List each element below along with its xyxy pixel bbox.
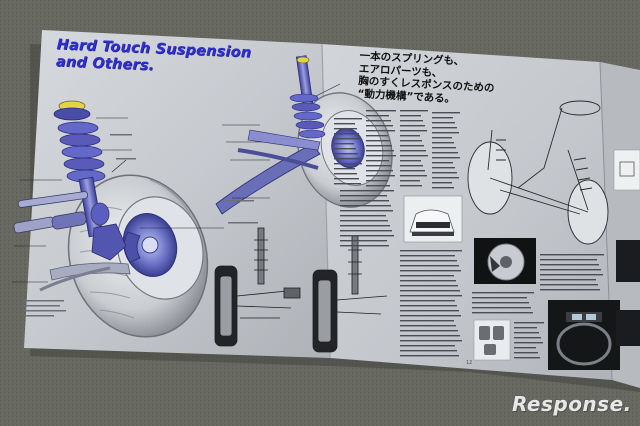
response-watermark: Response. — [512, 392, 632, 416]
watermark-logo-text: Response. — [512, 392, 632, 416]
page-number: 12 — [466, 360, 473, 366]
japanese-heading: 一本のスプリングも、 エアロパーツも、 胸のすくレスポンスのための “動力機構”… — [357, 50, 496, 108]
